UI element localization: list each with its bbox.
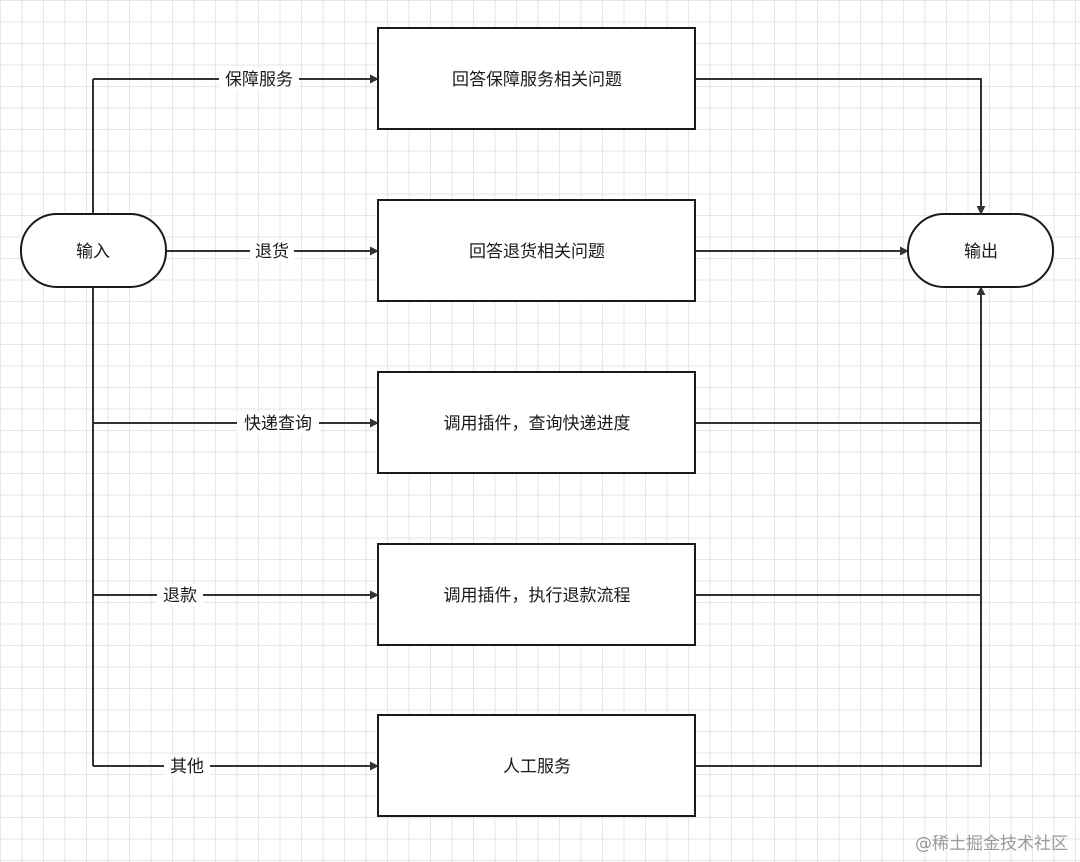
- process-human: 人工服务: [377, 714, 696, 817]
- process-express: 调用插件，查询快递进度: [377, 371, 696, 474]
- watermark: @稀土掘金技术社区: [915, 834, 1068, 854]
- svg-text:调用插件，执行退款流程: 调用插件，执行退款流程: [444, 586, 631, 606]
- svg-text:调用插件，查询快递进度: 调用插件，查询快递进度: [444, 414, 631, 434]
- edge-warranty-to-output: [695, 78, 986, 215]
- edge-human-to-output: [695, 286, 986, 767]
- edge-label-warranty: 保障服务: [219, 68, 299, 90]
- svg-text:输入: 输入: [76, 242, 110, 262]
- output-node: 输出: [907, 213, 1054, 288]
- svg-text:输出: 输出: [964, 242, 998, 262]
- edge-label-return: 退货: [250, 240, 294, 262]
- svg-text:快递查询: 快递查询: [244, 414, 312, 434]
- svg-text:回答保障服务相关问题: 回答保障服务相关问题: [452, 70, 622, 90]
- edge-label-express: 快递查询: [237, 412, 319, 434]
- input-node: 输入: [20, 213, 167, 288]
- svg-text:回答退货相关问题: 回答退货相关问题: [469, 242, 605, 262]
- process-refund: 调用插件，执行退款流程: [377, 543, 696, 646]
- svg-text:其他: 其他: [170, 757, 204, 777]
- svg-text:退货: 退货: [255, 242, 289, 262]
- svg-text:人工服务: 人工服务: [503, 757, 571, 777]
- svg-text:退款: 退款: [163, 586, 197, 606]
- edge-label-refund: 退款: [157, 584, 203, 606]
- edge-label-other: 其他: [164, 755, 210, 777]
- process-return: 回答退货相关问题: [377, 199, 696, 302]
- process-warranty: 回答保障服务相关问题: [377, 27, 696, 130]
- svg-text:保障服务: 保障服务: [225, 70, 293, 90]
